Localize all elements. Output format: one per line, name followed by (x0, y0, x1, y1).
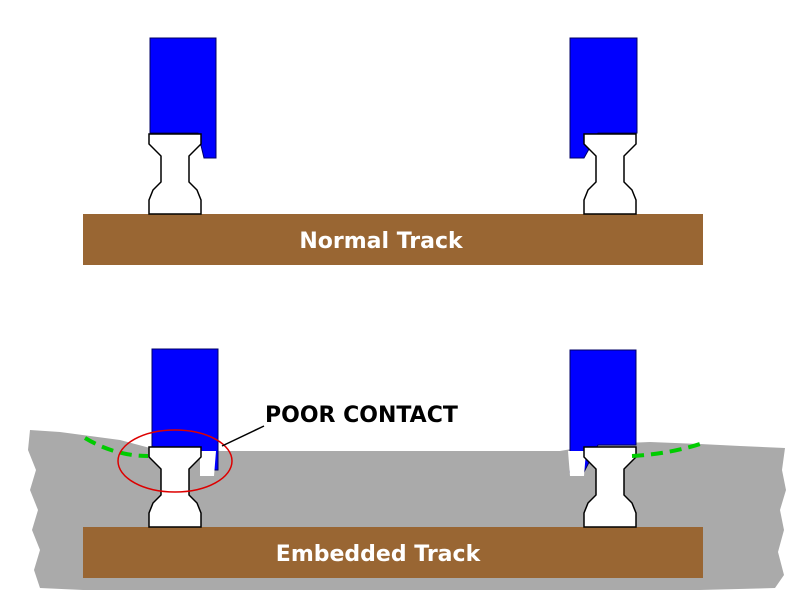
right-contact-profile (631, 441, 704, 458)
embedded-track-label: Embedded Track (276, 542, 482, 567)
normal-sleeper (83, 214, 703, 265)
poor-contact-label: POOR CONTACT (265, 403, 458, 428)
left-contact-profile (83, 436, 149, 458)
left-wheel (149, 37, 217, 159)
left-flangeway-gap (200, 451, 216, 476)
left-rail (148, 133, 202, 215)
callout-leader-line (221, 425, 265, 447)
right-rail (583, 133, 637, 215)
embedded-track-panel: Embedded Track POOR CONTACT (28, 348, 786, 590)
normal-track-panel: Normal Track (83, 37, 703, 265)
normal-track-label: Normal Track (299, 229, 464, 254)
right-wheel (569, 37, 638, 159)
embedded-sleeper (83, 527, 703, 578)
poor-contact-circle (117, 429, 233, 493)
right-flangeway-gap (568, 451, 586, 476)
